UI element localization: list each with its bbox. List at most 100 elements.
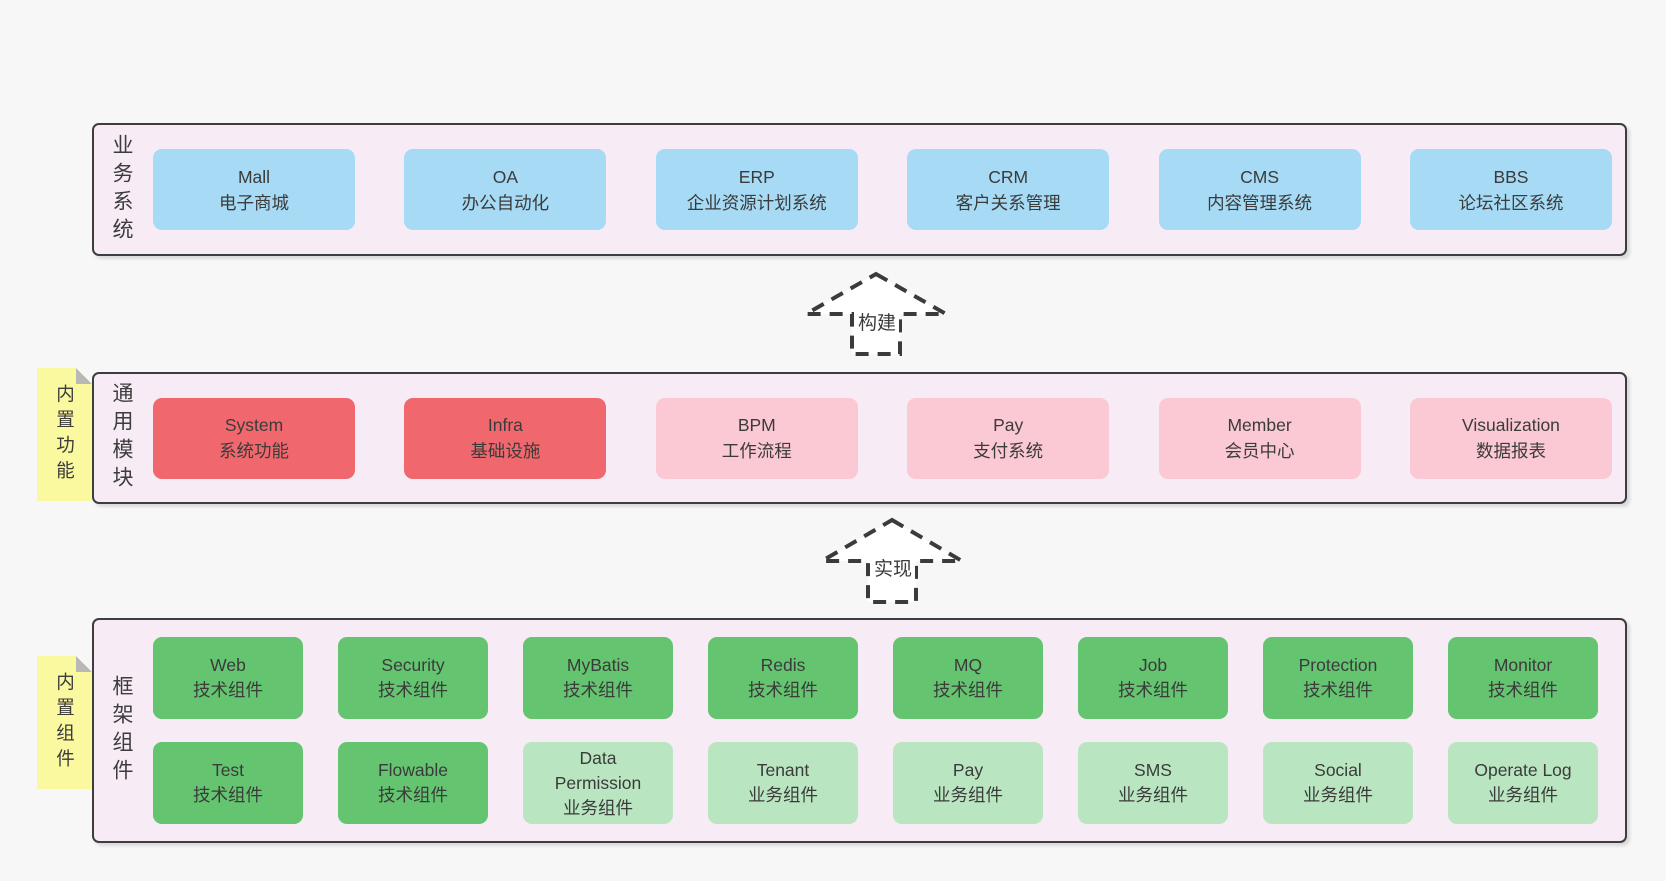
box-title: Pay [952,760,984,780]
box-title: Infra [487,415,523,435]
box-operate-log: Operate Log 业务组件 [1448,742,1598,824]
box-subtitle: 支付系统 [973,441,1044,461]
sticky-note-builtin-components: 内置组件 [37,656,92,789]
box-subtitle: 系统功能 [219,441,289,461]
box-member: Member 会员中心 [1158,397,1361,479]
box-cms: CMS 内容管理系统 [1158,149,1361,230]
box-social: Social 业务组件 [1263,742,1413,824]
box-test: Test 技术组件 [153,742,303,824]
box-web: Web 技术组件 [153,637,303,719]
panel-business-systems: 业务系统 Mall 电子商城 OA 办公自动化 ERP 企业资源计划系统 CRM… [92,123,1627,256]
box-title: BBS [1493,166,1529,187]
box-title: ERP [738,166,775,187]
box-system: System 系统功能 [153,397,355,479]
box-subtitle: 技术组件 [193,785,263,805]
box-flowable: Flowable 技术组件 [338,742,488,824]
box-subtitle: 技术组件 [193,680,263,700]
box-bbs: BBS 论坛社区系统 [1409,149,1612,230]
box-mq: MQ 技术组件 [893,637,1043,719]
box-subtitle: 技术组件 [1303,680,1373,700]
box-title: Social [1314,760,1362,780]
business-boxes-row: Mall 电子商城 OA 办公自动化 ERP 企业资源计划系统 CRM 客户关系… [153,125,1612,254]
box-infra: Infra 基础设施 [404,397,607,479]
box-subtitle: 客户关系管理 [955,192,1061,213]
panel-common-modules: 通用模块 System 系统功能 Infra 基础设施 BPM 工作流程 Pay… [92,372,1627,504]
box-security: Security 技术组件 [338,637,488,719]
box-bpm: BPM 工作流程 [655,397,858,479]
box-subtitle: 技术组件 [378,680,448,700]
box-crm: CRM 客户关系管理 [907,149,1110,230]
box-subtitle: 基础设施 [470,441,541,461]
arrow-implement-label: 实现 [870,559,916,581]
box-title: Security [381,655,445,675]
box-subtitle: 技术组件 [748,680,818,700]
box-subtitle: 技术组件 [563,680,633,700]
box-mall: Mall 电子商城 [153,149,355,230]
box-title: Redis [760,655,806,675]
box-title: Protection [1298,655,1378,675]
box-pay-component: Pay 业务组件 [893,742,1043,824]
box-title: Pay [993,415,1024,435]
box-subtitle: 技术组件 [933,680,1003,700]
box-title: OA [492,166,519,187]
box-monitor: Monitor 技术组件 [1448,637,1598,719]
box-title: CMS [1240,166,1279,187]
box-redis: Redis 技术组件 [708,637,858,719]
box-title: Data Permission [554,747,642,793]
box-protection: Protection 技术组件 [1263,637,1413,719]
box-subtitle: 办公自动化 [461,192,550,213]
box-title: Test [211,760,245,780]
box-title: Tenant [756,760,810,780]
box-sms: SMS 业务组件 [1078,742,1228,824]
box-subtitle: 工作流程 [721,441,792,461]
box-subtitle: 内容管理系统 [1207,192,1313,213]
box-title: Flowable [377,760,449,780]
box-title: Member [1227,415,1292,435]
components-row-1: Web 技术组件 Security 技术组件 MyBatis 技术组件 Redi… [153,637,1598,719]
box-title: Monitor [1493,655,1553,675]
box-title: Job [1138,655,1168,675]
box-subtitle: 企业资源计划系统 [686,192,827,213]
box-subtitle: 技术组件 [1488,680,1558,700]
box-subtitle: 业务组件 [1118,785,1188,805]
box-data-permission: Data Permission 业务组件 [523,742,673,824]
box-subtitle: 业务组件 [1488,785,1558,805]
box-title: Mall [237,166,271,187]
box-job: Job 技术组件 [1078,637,1228,719]
box-subtitle: 技术组件 [1118,680,1188,700]
box-subtitle: 电子商城 [219,192,289,213]
box-subtitle: 业务组件 [563,797,633,818]
box-subtitle: 论坛社区系统 [1458,192,1564,213]
box-subtitle: 业务组件 [748,785,818,805]
box-subtitle: 业务组件 [933,785,1003,805]
box-title: BPM [737,415,776,435]
components-row-2: Test 技术组件 Flowable 技术组件 Data Permission … [153,742,1598,824]
box-subtitle: 业务组件 [1303,785,1373,805]
panel-framework-components: 框架组件 Web 技术组件 Security 技术组件 MyBatis 技术组件… [92,618,1627,843]
sticky-note-builtin-features: 内置功能 [37,368,92,501]
panel-components-label: 框架组件 [110,674,133,787]
box-erp: ERP 企业资源计划系统 [655,149,858,230]
box-pay-system: Pay 支付系统 [907,397,1110,479]
box-title: CRM [988,166,1029,187]
box-oa: OA 办公自动化 [404,149,607,230]
box-subtitle: 会员中心 [1224,441,1295,461]
box-visualization: Visualization 数据报表 [1409,397,1612,479]
box-mybatis: MyBatis 技术组件 [523,637,673,719]
modules-boxes-row: System 系统功能 Infra 基础设施 BPM 工作流程 Pay 支付系统… [153,374,1612,502]
box-subtitle: 数据报表 [1475,441,1546,461]
box-subtitle: 技术组件 [378,785,448,805]
box-title: Web [210,655,246,675]
panel-modules-label: 通用模块 [110,382,133,494]
box-title: MyBatis [566,655,630,675]
arrow-build-label: 构建 [854,313,900,335]
sticky-note-text: 内置组件 [54,671,76,774]
box-title: MQ [953,655,983,675]
sticky-note-text: 内置功能 [54,383,76,486]
box-title: System [224,415,284,435]
panel-business-label: 业务系统 [110,133,133,246]
box-title: SMS [1134,760,1172,780]
box-title: Visualization [1461,415,1560,435]
box-tenant: Tenant 业务组件 [708,742,858,824]
